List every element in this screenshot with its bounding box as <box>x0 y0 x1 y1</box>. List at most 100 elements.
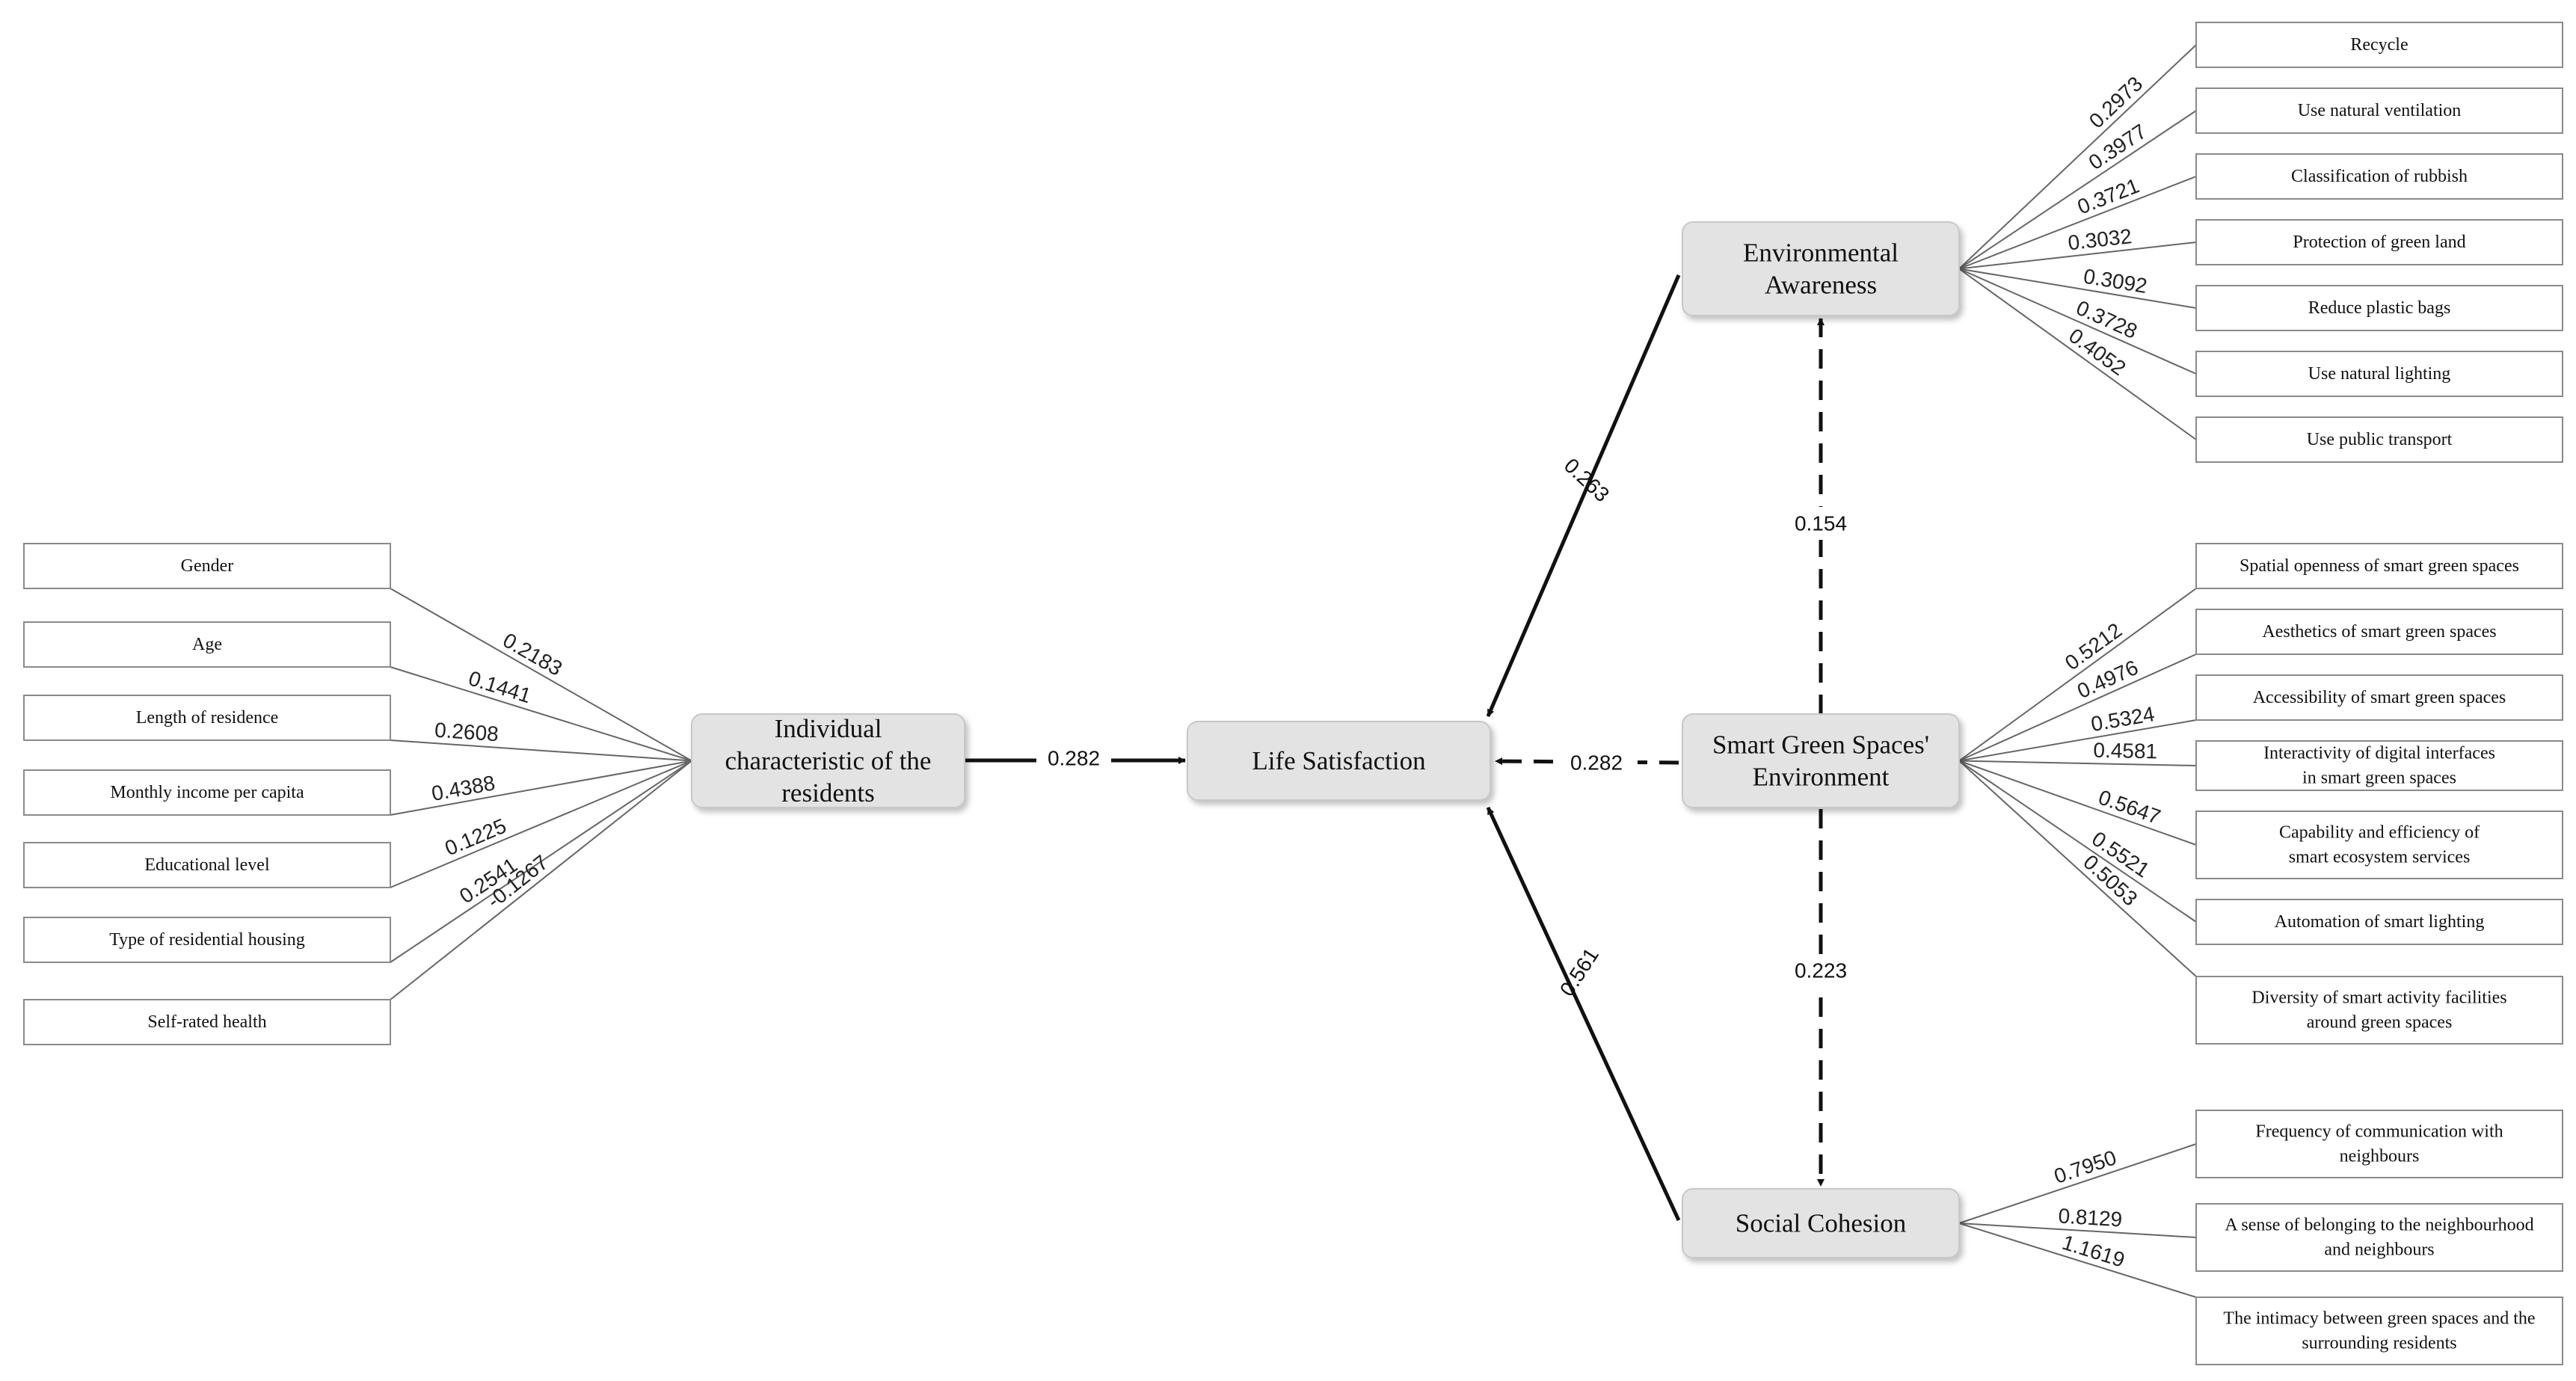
sgs-to-social-coef: 0.223 <box>1795 959 1847 982</box>
latent-individual-box <box>691 713 965 808</box>
env_indicators-label-line: Use natural ventilation <box>2298 101 2462 120</box>
social_indicators-loading-value: 0.8129 <box>2058 1204 2123 1231</box>
sgs_indicators-loading-line <box>1958 760 2197 923</box>
latent-social-box <box>1682 1188 1960 1258</box>
env_indicators-box <box>2195 153 2563 200</box>
sgs_indicators-label-line: Automation of smart lighting <box>2275 912 2485 932</box>
latent-sgs-box <box>1682 713 1960 808</box>
latent-individual-label-line: Individual <box>775 714 882 743</box>
sgs_indicators-box <box>2195 811 2563 879</box>
sgs-to-env-coef: 0.154 <box>1795 512 1847 535</box>
sgs_indicators-label-line: around green spaces <box>2307 1013 2453 1033</box>
sgs_indicators-loading-line <box>1958 760 2197 977</box>
individual_indicators-loading-line <box>390 760 692 963</box>
env_indicators-loading-line <box>1958 268 2197 375</box>
social_indicators-loading-line <box>1958 1222 2197 1238</box>
sgs_indicators-loading-line <box>1958 760 2197 766</box>
individual_indicators-box <box>23 769 391 816</box>
social_indicators-label-line: The intimacy between green spaces and th… <box>2223 1309 2535 1329</box>
sgs_indicators-box <box>2195 609 2563 655</box>
sgs_indicators-label-line: Aesthetics of smart green spaces <box>2262 622 2496 642</box>
sgs_indicators-label-line: Capability and efficiency of <box>2279 823 2480 843</box>
latent-individual-label-line: residents <box>781 778 874 808</box>
env_indicators-label-line: Recycle <box>2350 35 2408 55</box>
social_indicators-label-line: neighbours <box>2340 1147 2420 1166</box>
latent-env-label-line: Environmental <box>1743 239 1899 268</box>
env_indicators-box <box>2195 351 2563 397</box>
sgs_indicators-box <box>2195 674 2563 721</box>
individual_indicators-label-line: Gender <box>181 556 234 576</box>
individual_indicators-label-line: Length of residence <box>136 708 279 728</box>
sgs_indicators-label-line: Accessibility of smart green spaces <box>2253 688 2506 707</box>
social_indicators-box <box>2195 1110 2563 1178</box>
social_indicators-loading-line <box>1958 1222 2197 1298</box>
env_indicators-box <box>2195 87 2563 134</box>
sgs_indicators-loading-line <box>1958 719 2197 762</box>
individual_indicators-loading-line <box>390 760 692 888</box>
sgs-to-life-coef: 0.282 <box>1570 751 1623 775</box>
individual_indicators-loading-line <box>390 760 692 1000</box>
env_indicators-loading-line <box>1958 268 2197 309</box>
sgs-to-social-bg <box>1780 954 1862 987</box>
latent-env-box <box>1682 221 1960 316</box>
latent-life-label-line: Life Satisfaction <box>1252 746 1425 775</box>
individual_indicators-box <box>23 543 391 589</box>
latent-individual-label-line: characteristic of the <box>725 746 932 775</box>
env_indicators-box <box>2195 416 2563 463</box>
env_indicators-box <box>2195 285 2563 331</box>
sgs-to-env-bg <box>1780 507 1862 540</box>
individual_indicators-loading-value: 0.4388 <box>430 771 497 805</box>
env_indicators-box <box>2195 22 2563 68</box>
env_indicators-label-line: Use public transport <box>2307 430 2453 449</box>
env-to-life-arrow <box>1486 274 1681 717</box>
sgs_indicators-box <box>2195 899 2563 945</box>
env_indicators-loading-line <box>1958 242 2197 270</box>
latent-env-label-line: Awareness <box>1765 271 1877 300</box>
individual_indicators-loading-line <box>390 588 692 762</box>
individual_indicators-box <box>23 842 391 888</box>
social_indicators-box <box>2195 1297 2563 1365</box>
social_indicators-loading-line <box>1958 1143 2197 1224</box>
individual-to-life-bg <box>1036 743 1111 773</box>
env_indicators-label-line: Protection of green land <box>2293 233 2465 252</box>
individual_indicators-loading-line <box>390 760 692 816</box>
env_indicators-label-line: Use natural lighting <box>2308 364 2451 384</box>
social_indicators-label-line: surrounding residents <box>2302 1334 2456 1353</box>
individual_indicators-loading-value: 0.1225 <box>441 814 509 861</box>
individual_indicators-loading-line <box>390 666 692 762</box>
env_indicators-loading-line <box>1958 176 2197 270</box>
latent-sgs-label-line: Smart Green Spaces' <box>1712 731 1929 760</box>
sgs_indicators-loading-value: 0.5324 <box>2089 702 2157 736</box>
latent-social-label-line: Social Cohesion <box>1736 1209 1906 1238</box>
env-to-life-coef: 0.263 <box>1560 454 1614 506</box>
individual-to-life-coef: 0.282 <box>1048 747 1100 770</box>
latent-sgs-label-line: Environment <box>1753 763 1890 792</box>
individual_indicators-box <box>23 621 391 668</box>
env_indicators-label-line: Classification of rubbish <box>2291 167 2468 186</box>
individual_indicators-loading-line <box>390 739 692 762</box>
individual_indicators-box <box>23 695 391 741</box>
sgs_indicators-loading-line <box>1958 760 2197 846</box>
social-to-life-arrow <box>1486 806 1681 1222</box>
env_indicators-loading-line <box>1958 268 2197 440</box>
individual_indicators-label-line: Self-rated health <box>147 1012 266 1032</box>
sgs_indicators-loading-line <box>1958 653 2197 762</box>
sgs_indicators-label-line: smart ecosystem services <box>2289 848 2471 867</box>
sgs_indicators-box <box>2195 543 2563 589</box>
sgs_indicators-loading-value: 0.4581 <box>2093 739 2157 763</box>
env_indicators-loading-value: 0.3092 <box>2082 265 2149 298</box>
social_indicators-label-line: A sense of belonging to the neighbourhoo… <box>2225 1216 2533 1235</box>
sgs_indicators-box <box>2195 740 2563 791</box>
sgs_indicators-label-line: Diversity of smart activity facilities <box>2251 988 2506 1008</box>
env_indicators-loading-value: 0.3721 <box>2074 173 2142 218</box>
social_indicators-label-line: Frequency of communication with <box>2255 1122 2503 1142</box>
social_indicators-label-line: and neighbours <box>2324 1240 2434 1260</box>
social_indicators-box <box>2195 1203 2563 1272</box>
sgs_indicators-label-line: Spatial openness of smart green spaces <box>2240 556 2519 576</box>
sgs_indicators-box <box>2195 976 2563 1045</box>
individual_indicators-label-line: Age <box>192 635 222 654</box>
individual_indicators-loading-value: 0.2608 <box>434 719 499 746</box>
sgs-to-life-bg <box>1555 747 1638 778</box>
